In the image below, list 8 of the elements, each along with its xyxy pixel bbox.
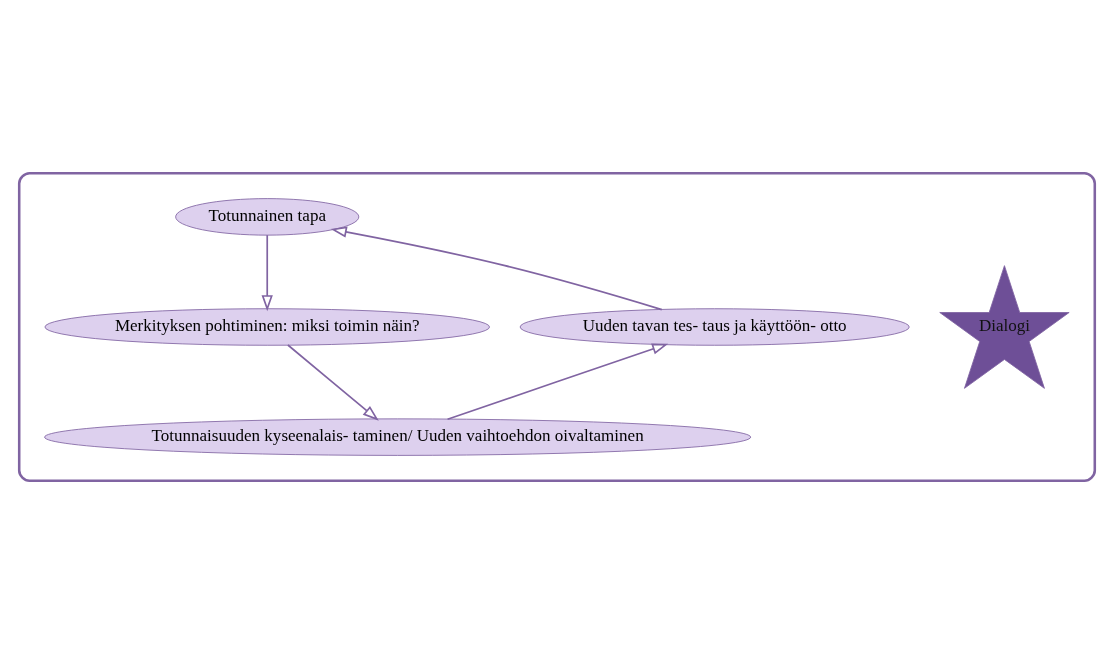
node-ellipse: Totunnaisuuden kyseenalais- taminen/ Uuden vaihtoehdon oivaltaminen xyxy=(44,418,752,456)
node-ellipse: Merkityksen pohtiminen: miksi toimin näin? xyxy=(44,308,490,346)
arrow xyxy=(446,343,669,421)
node-ellipse: Uuden tavan tes- taus ja käyttöön- otto xyxy=(519,308,910,346)
cluster xyxy=(17,171,1097,483)
arrow xyxy=(261,234,273,312)
arrow xyxy=(287,344,379,421)
arrow xyxy=(330,226,663,311)
